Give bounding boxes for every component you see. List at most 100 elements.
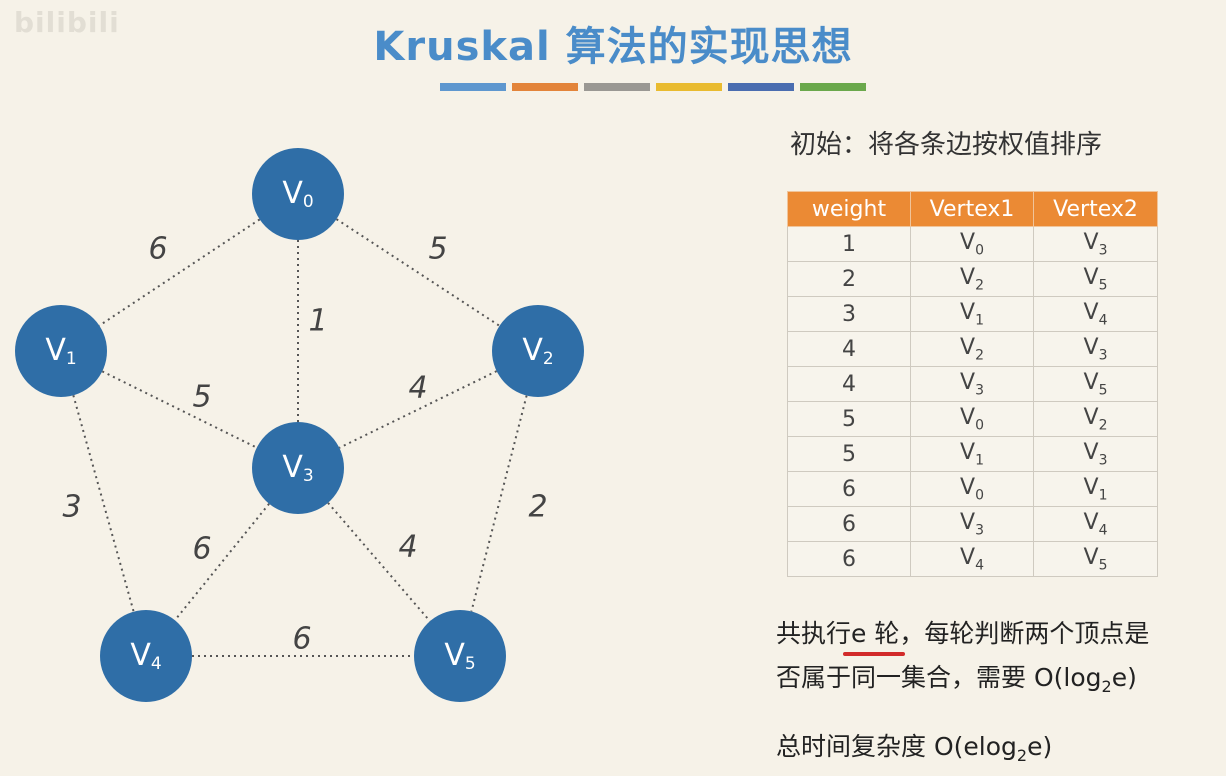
edge-weight-v1-v3: 5: [192, 380, 211, 415]
cell-vertex1: V0: [910, 401, 1034, 437]
vertex-v3: [252, 422, 344, 514]
table-row: 5 V0 V2: [787, 401, 1158, 437]
color-bar-segment-3: [584, 83, 650, 91]
cell-weight: 6: [787, 541, 911, 577]
vertex-ref: V1: [960, 299, 984, 329]
edge-weight-v2-v3: 4: [408, 371, 427, 406]
cell-vertex1: V0: [910, 471, 1034, 507]
cell-vertex2: V5: [1033, 541, 1158, 577]
vertex-label-v3: V3: [282, 450, 313, 487]
header-weight: weight: [787, 191, 911, 227]
table-row: 5 V1 V3: [787, 436, 1158, 472]
note-total-pre: 总时间复杂度 O(elog: [776, 732, 1017, 761]
edge-weight-v3-v4: 6: [192, 532, 211, 567]
vertex-label-v0: V0: [282, 176, 313, 213]
edge-v1-v4: [72, 395, 135, 612]
note-rounds-highlight: e 轮: [842, 614, 906, 656]
cell-vertex1: V2: [910, 261, 1034, 297]
table-row: 6 V4 V5: [787, 541, 1158, 577]
vertex-subscript: 4: [151, 654, 162, 674]
slide-title: Kruskal 算法的实现思想: [373, 24, 853, 70]
cell-vertex2: V1: [1033, 471, 1158, 507]
vertex-subscript: 5: [465, 654, 476, 674]
edge-weight-v2-v5: 2: [528, 490, 547, 525]
cell-weight: 6: [787, 506, 911, 542]
vertex-ref: V2: [960, 264, 984, 294]
note-rounds-pre: 共执行: [776, 619, 852, 648]
vertex-letter: V: [522, 333, 543, 368]
table-row: 2 V2 V5: [787, 261, 1158, 297]
note-cost-post: e): [1111, 663, 1137, 692]
note-rounds: 共执行e 轮，每轮判断两个顶点是: [776, 614, 1150, 656]
cell-weight: 5: [787, 436, 911, 472]
vertex-ref: V3: [1083, 334, 1108, 364]
edge-weight-v3-v5: 4: [398, 530, 417, 565]
color-bar-segment-6: [800, 83, 866, 91]
cell-weight: 5: [787, 401, 911, 437]
vertex-ref: V4: [1083, 299, 1108, 329]
note-total-post: e): [1027, 732, 1053, 761]
vertex-letter: V: [130, 638, 151, 673]
vertex-subscript: 0: [303, 192, 314, 212]
vertex-ref: V1: [960, 439, 984, 469]
note-rounds-post: ，每轮判断两个顶点是: [899, 619, 1150, 648]
cell-vertex1: V0: [910, 226, 1034, 262]
edge-v2-v5: [470, 395, 528, 612]
note-cost-sub: 2: [1101, 677, 1112, 696]
vertex-ref: V1: [1083, 474, 1108, 504]
note-total-sub: 2: [1016, 746, 1028, 765]
edge-v1-v3: [101, 370, 258, 449]
cell-vertex1: V1: [910, 296, 1034, 332]
cell-weight: 3: [787, 296, 911, 332]
cell-vertex1: V3: [910, 366, 1034, 402]
cell-weight: 2: [787, 261, 911, 297]
title-color-bar: [440, 83, 866, 91]
edge-v0-v2: [335, 218, 501, 327]
color-bar-segment-1: [440, 83, 506, 91]
cell-vertex2: V2: [1033, 401, 1158, 437]
vertex-ref: V0: [960, 229, 984, 259]
init-instruction: 初始：将各条边按权值排序: [790, 130, 1103, 160]
table-row: 3 V1 V4: [787, 296, 1158, 332]
vertex-ref: V0: [960, 404, 984, 434]
edge-weight-v0-v3: 1: [308, 304, 327, 339]
note-total-complexity: 总时间复杂度 O(elog2e): [776, 727, 1052, 776]
vertex-label-v5: V5: [444, 638, 475, 675]
graph-edges: [72, 218, 528, 657]
vertex-ref: V4: [960, 544, 984, 574]
vertex-subscript: 1: [66, 349, 77, 369]
cell-vertex2: V3: [1033, 436, 1158, 472]
header-vertex2: Vertex2: [1033, 191, 1158, 227]
edge-v3-v5: [327, 502, 431, 622]
bilibili-watermark: bilibili: [14, 6, 120, 39]
cell-weight: 4: [787, 331, 911, 367]
vertex-v4: [100, 610, 192, 702]
vertex-subscript: 3: [303, 466, 314, 486]
cell-vertex2: V5: [1033, 261, 1158, 297]
vertex-subscript: 2: [543, 349, 554, 369]
vertex-ref: V3: [960, 509, 984, 539]
vertex-v2: [492, 305, 584, 397]
note-cost-pre: 否属于同一集合，需要 O(log: [776, 663, 1102, 692]
cell-vertex1: V1: [910, 436, 1034, 472]
vertex-label-v4: V4: [130, 638, 161, 675]
vertex-v5: [414, 610, 506, 702]
vertex-label-v1: V1: [45, 333, 76, 370]
cell-vertex2: V3: [1033, 226, 1158, 262]
edge-weight-v0-v2: 5: [428, 232, 447, 267]
cell-weight: 6: [787, 471, 911, 507]
vertex-letter: V: [444, 638, 465, 673]
cell-vertex2: V5: [1033, 366, 1158, 402]
note-per-round-cost: 否属于同一集合，需要 O(log2e): [776, 658, 1137, 707]
header-vertex1: Vertex1: [910, 191, 1034, 227]
cell-vertex2: V3: [1033, 331, 1158, 367]
vertex-ref: V3: [1083, 229, 1108, 259]
vertex-letter: V: [282, 450, 303, 485]
edge-weight-v4-v5: 6: [292, 622, 311, 657]
